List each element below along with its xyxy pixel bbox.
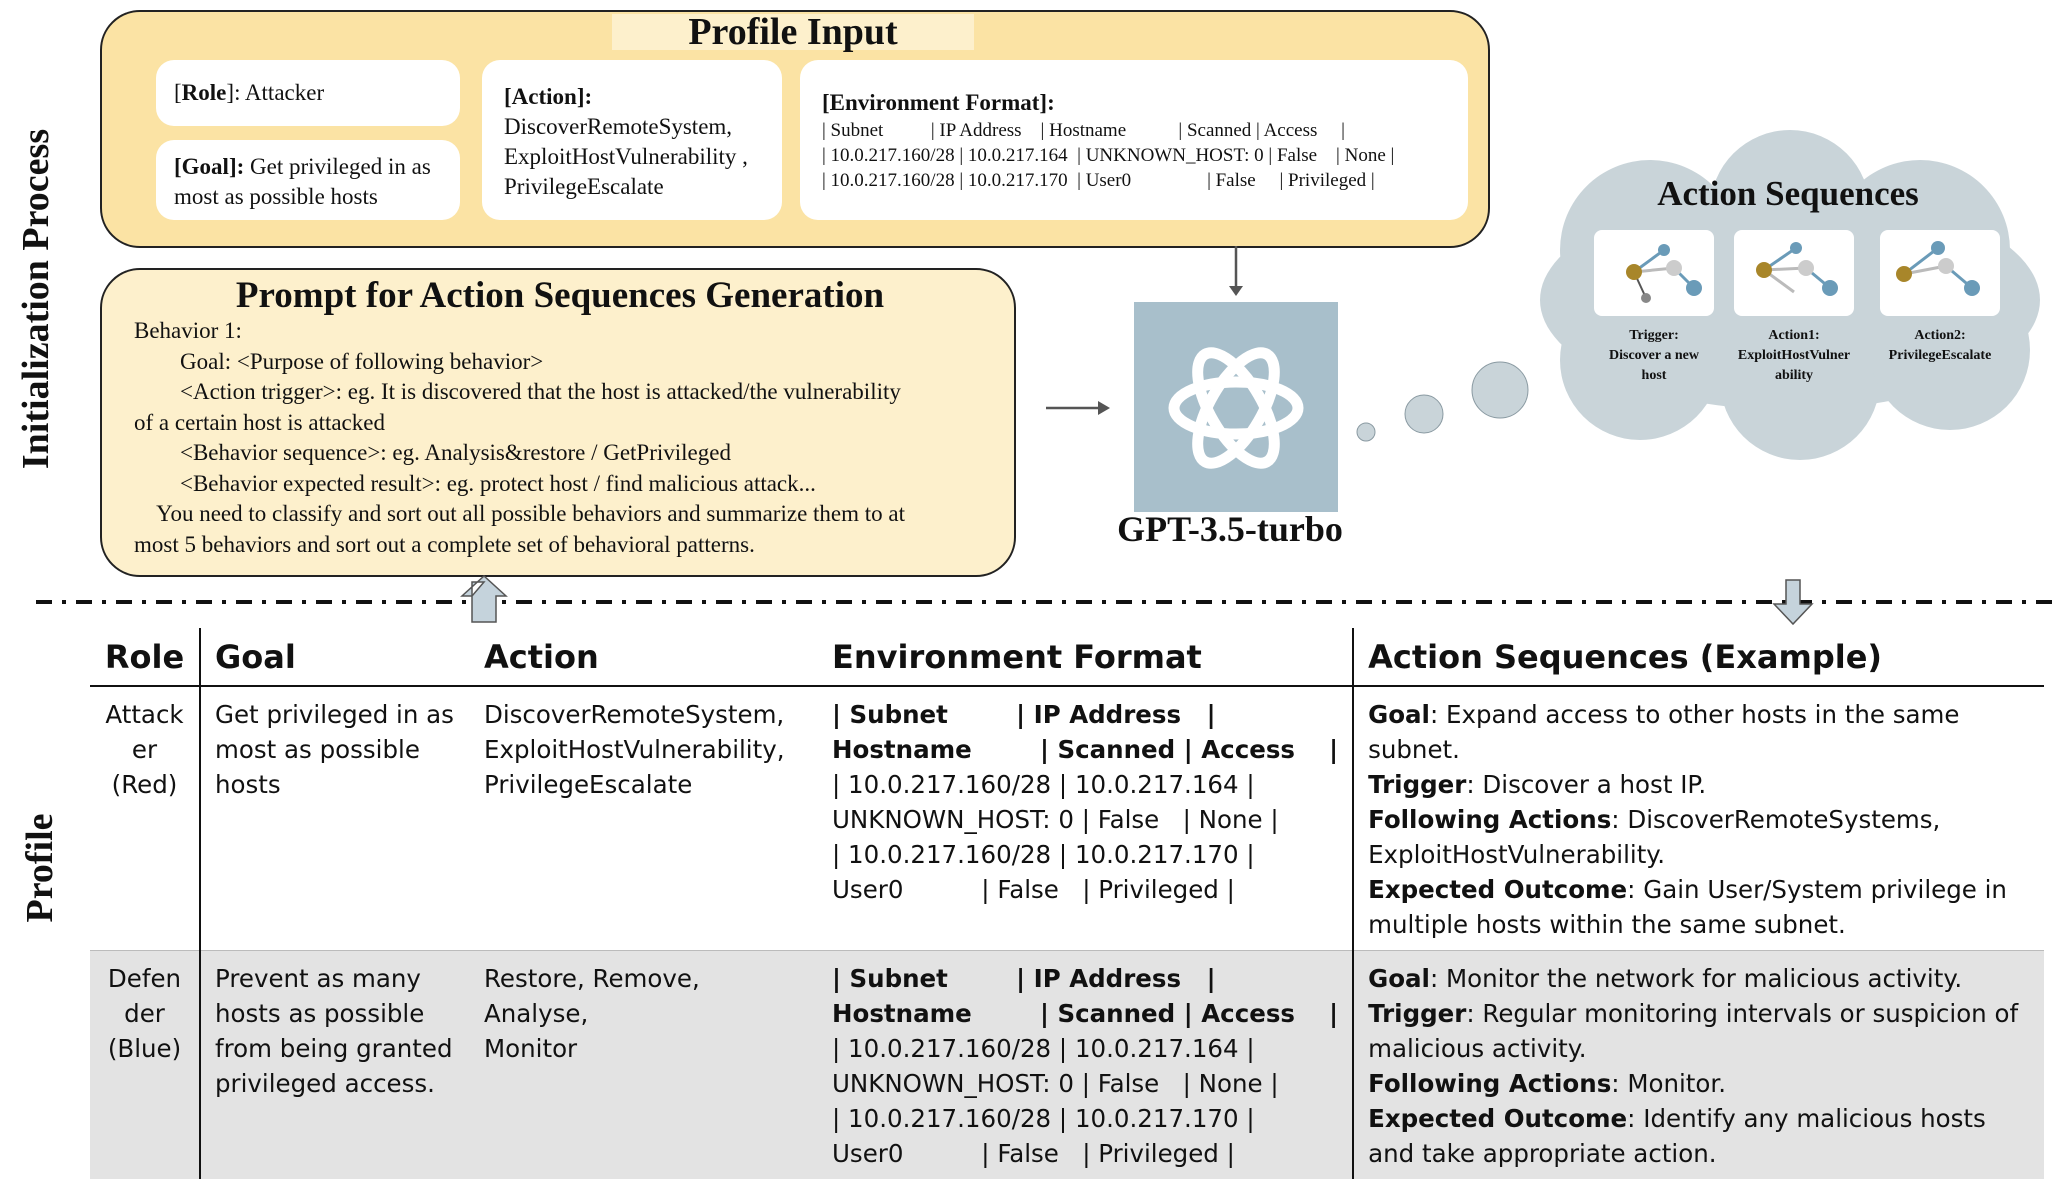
thought-bubble-medium — [1405, 395, 1443, 433]
goal-cell: Get privileged in as most as possible ho… — [200, 686, 470, 951]
environment-cell: | Subnet | IP Address | Hostname | Scann… — [818, 686, 1353, 951]
environment-cell: | Subnet | IP Address | Hostname | Scann… — [818, 951, 1353, 1179]
action2-graph-card — [1880, 230, 2000, 316]
header-action-sequences: Action Sequences (Example) — [1353, 628, 2044, 686]
action1-caption: Action1: ExploitHostVulner ability — [1719, 326, 1869, 386]
network-graph-icon — [1734, 230, 1854, 316]
header-environment: Environment Format — [818, 628, 1353, 686]
gpt-model-label: GPT-3.5-turbo — [1098, 508, 1362, 550]
header-action: Action — [470, 628, 818, 686]
action-cell: DiscoverRemoteSystem,ExploitHostVulnerab… — [470, 686, 818, 951]
arrow-head-down — [1229, 286, 1243, 296]
action1-graph-card — [1734, 230, 1854, 316]
network-graph-icon — [1880, 230, 2000, 316]
header-goal: Goal — [200, 628, 470, 686]
thought-bubble-large — [1472, 362, 1528, 418]
arrow-head-right — [1098, 401, 1110, 415]
network-graph-icon — [1594, 230, 1714, 316]
gpt-tile — [1134, 302, 1338, 512]
sequence-cell: Goal: Expand access to other hosts in th… — [1353, 686, 2044, 951]
up-arrow — [462, 576, 506, 622]
header-role: Role — [90, 628, 200, 686]
trigger-graph-card — [1594, 230, 1714, 316]
profile-table: Role Goal Action Environment Format Acti… — [90, 628, 2044, 1179]
action2-caption: Action2: PrivilegeEscalate — [1865, 326, 2015, 366]
sequence-cell: Goal: Monitor the network for malicious … — [1353, 951, 2044, 1179]
action-cell: Restore, Remove, Analyse,Monitor — [470, 951, 818, 1179]
thought-bubble-small — [1357, 423, 1375, 441]
table-header-row: Role Goal Action Environment Format Acti… — [90, 628, 2044, 686]
action-sequences-title: Action Sequences — [1588, 174, 1988, 214]
goal-cell: Prevent as many hosts as possible from b… — [200, 951, 470, 1179]
trigger-caption: Trigger: Discover a new host — [1579, 326, 1729, 386]
